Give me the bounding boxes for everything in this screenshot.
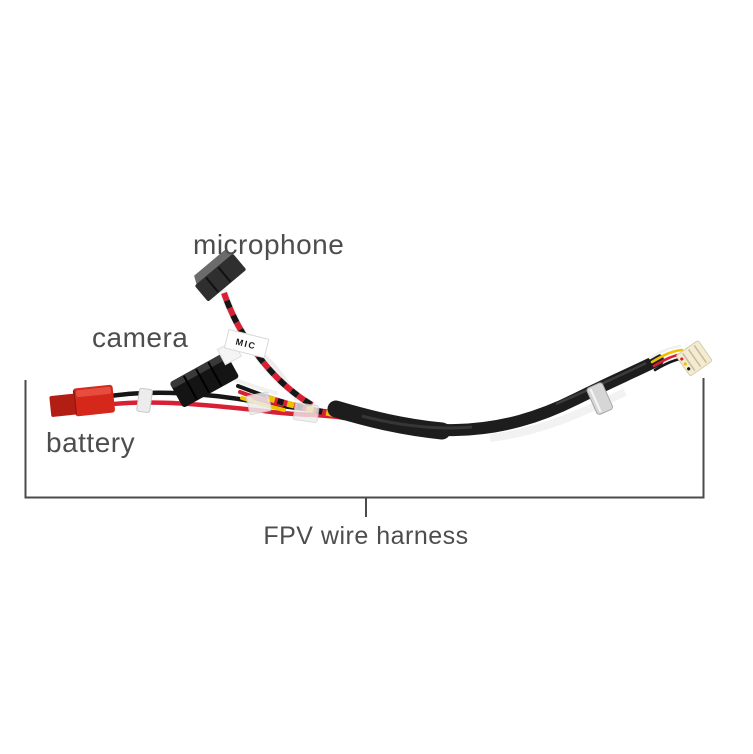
mic-tag-text: MIC	[235, 337, 258, 352]
end-connector-slot	[682, 353, 696, 372]
main-cable	[327, 340, 713, 442]
mic-tag-body	[223, 328, 270, 359]
camera-connector-body	[170, 352, 239, 408]
microphone-connector	[194, 250, 246, 301]
cable-sheen-2	[555, 361, 647, 406]
end-connector-crimp-black	[687, 367, 691, 371]
junction-tape-2	[292, 402, 320, 423]
battery-wire-tape	[136, 387, 153, 413]
junction-tape	[246, 391, 272, 416]
camera-connector-ridge	[207, 361, 223, 387]
end-connector-slot	[687, 348, 702, 368]
cable-silver-ring	[586, 382, 613, 415]
microphone-connector-top	[194, 250, 234, 286]
silver-ring-highlight	[589, 388, 602, 413]
battery-connector	[49, 384, 115, 417]
camera-connector-ridge	[182, 375, 198, 400]
battery-connector-plug	[49, 393, 80, 417]
end-connector-crimp-yellow	[683, 362, 687, 366]
microphone-connector-body	[195, 254, 246, 301]
end-connector	[676, 340, 713, 377]
caption-fpv-wire-harness: FPV wire harness	[263, 522, 469, 550]
label-microphone: microphone	[193, 229, 345, 260]
end-wire-white	[648, 344, 682, 360]
label-camera: camera	[92, 322, 189, 353]
microphone-branch: MIC	[194, 250, 316, 409]
cable-sheen-1	[361, 414, 473, 430]
end-connector-crimp-red	[680, 357, 684, 361]
camera-connector	[170, 352, 239, 408]
microphone-connector-ridge	[205, 276, 219, 293]
battery-connector-highlight	[75, 386, 112, 398]
camera-connector-ridge	[195, 368, 211, 394]
mic-twist-black	[221, 292, 314, 408]
microphone-connector-ridge	[217, 266, 232, 283]
label-battery: battery	[46, 427, 136, 458]
mic-tag: MIC	[223, 328, 270, 359]
camera-wire-white	[234, 378, 278, 395]
annotation-bracket	[24, 378, 705, 517]
battery-connector-seam	[73, 390, 78, 415]
end-connector-slot	[693, 344, 707, 364]
end-wire-yellow	[650, 348, 684, 364]
